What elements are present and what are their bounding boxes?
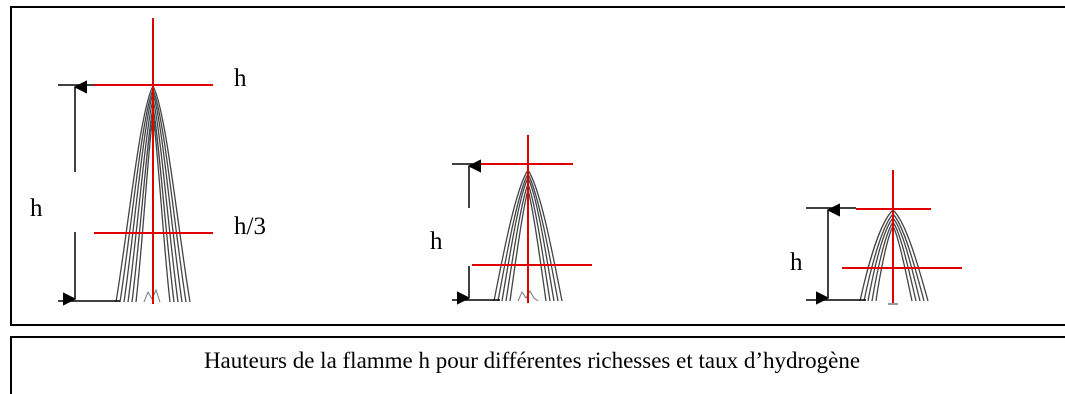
flame-3-height-label: h xyxy=(790,249,803,276)
flame-2: h xyxy=(430,135,592,303)
flame-1-third-label: h/3 xyxy=(234,213,266,240)
flame-3: h xyxy=(790,170,962,304)
flame-2-height-label: h xyxy=(430,228,443,255)
flame-1: h h/3 h xyxy=(30,18,266,304)
flame-1-top-label: h xyxy=(234,65,247,92)
flame-1-height-label: h xyxy=(30,195,43,222)
